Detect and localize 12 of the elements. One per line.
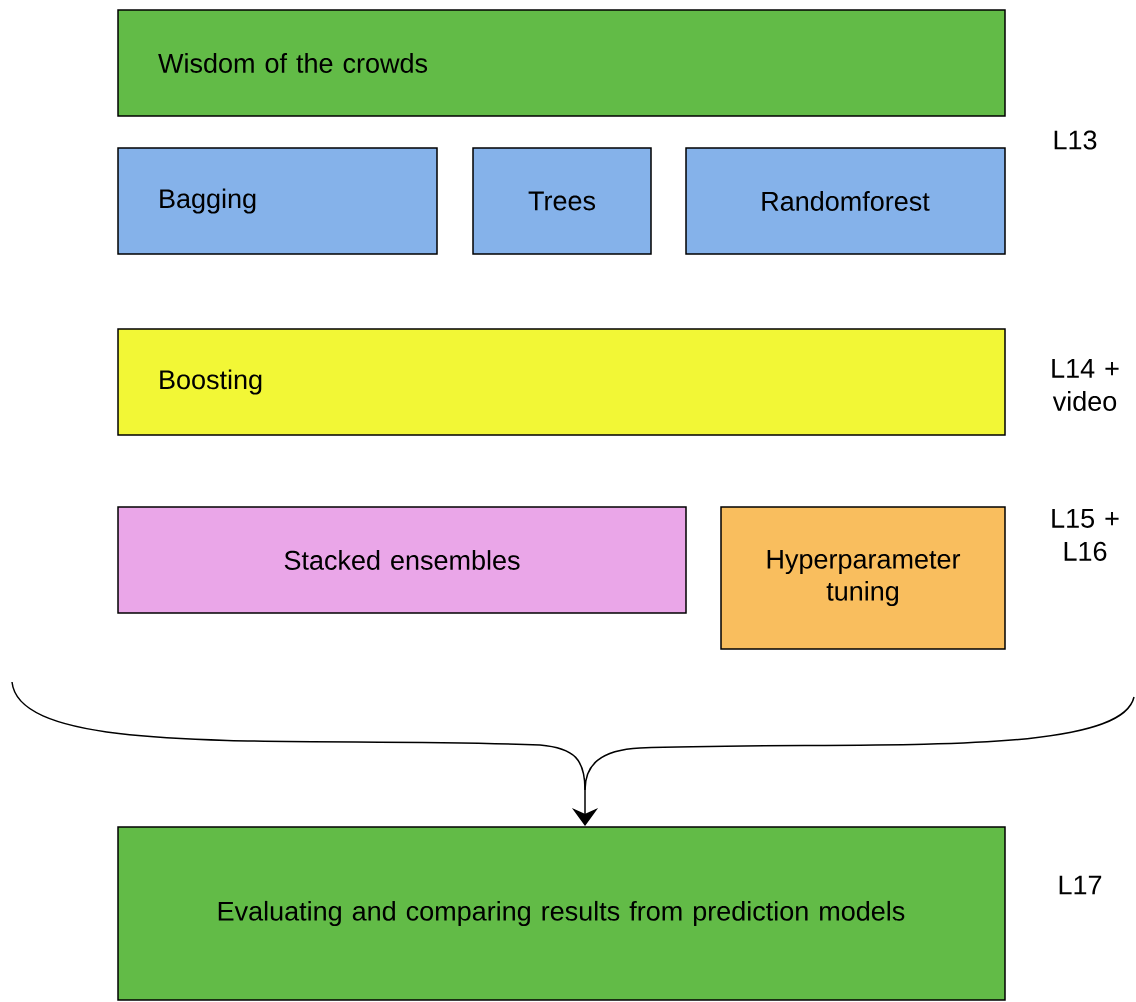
topic-box: Evaluating and comparing results from prediction models <box>117 826 1006 1001</box>
lecture-label: L15 + L16 <box>1052 509 1119 561</box>
topic-box: Hyperparameter tuning <box>720 506 1006 650</box>
topic-box: Bagging <box>117 147 438 255</box>
topic-box: Boosting <box>117 328 1006 436</box>
topic-box: Stacked ensembles <box>117 506 687 614</box>
topic-box: Trees <box>472 147 652 255</box>
lecture-label: L13 <box>1054 130 1097 150</box>
lecture-label: L17 <box>1059 875 1102 895</box>
topic-box: Randomforest <box>685 147 1006 255</box>
topic-box: Wisdom of the crowds <box>117 9 1006 117</box>
lecture-label: L14 + video <box>1052 359 1119 411</box>
